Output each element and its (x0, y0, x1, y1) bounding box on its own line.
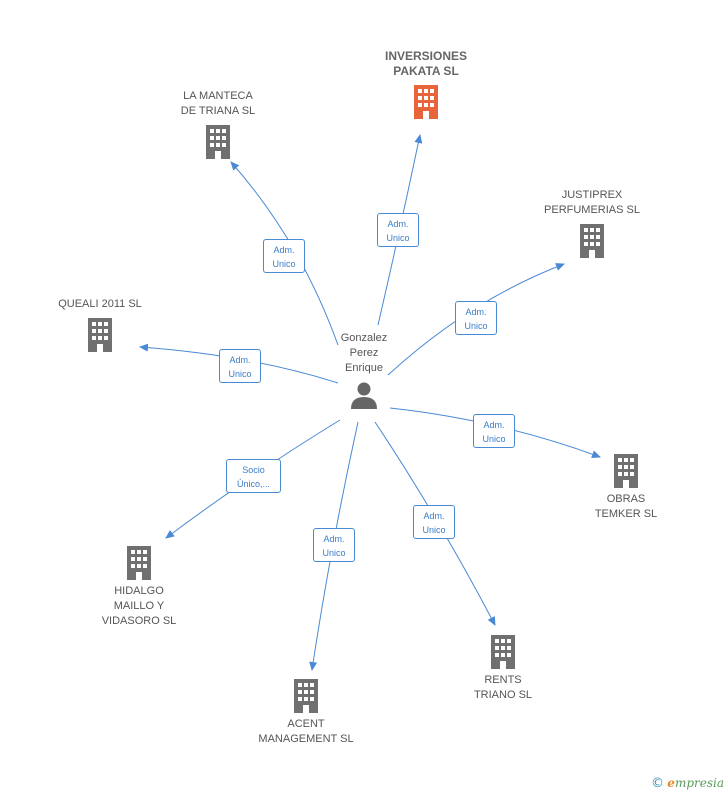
copyright-symbol: © (650, 776, 664, 791)
node-obras[interactable]: OBRAS TEMKER SL (546, 454, 706, 522)
building-icon (614, 454, 638, 488)
node-justiprex[interactable]: JUSTIPREX PERFUMERIAS SL (512, 188, 672, 258)
node-name: JUSTIPREX PERFUMERIAS SL (544, 189, 640, 216)
person-icon (351, 382, 377, 409)
node-name: LA MANTECA DE TRIANA SL (180, 90, 256, 117)
node-acent[interactable]: ACENT MANAGEMENT SL (226, 679, 386, 747)
building-icon (206, 125, 230, 159)
brand-logo: empresia (667, 776, 724, 790)
node-name: ACENT MANAGEMENT SL (258, 718, 354, 745)
building-icon (127, 546, 151, 580)
edge-label-queali[interactable]: Adm. Unico (219, 349, 261, 383)
node-name: INVERSIONES PAKATA SL (384, 49, 468, 78)
node-queali[interactable]: QUEALI 2011 SL (20, 297, 180, 352)
node-name: HIDALGO MAILLO Y VIDASORO SL (101, 585, 177, 627)
building-icon (491, 635, 515, 669)
edge-label-justiprex[interactable]: Adm. Unico (455, 301, 497, 335)
node-name: RENTS TRIANO SL (473, 674, 533, 701)
center-person[interactable]: Gonzalez Perez Enrique (304, 331, 424, 410)
edge-label-acent[interactable]: Adm. Unico (313, 528, 355, 562)
footer-brand[interactable]: © empresia (651, 776, 724, 791)
edge-label-obras[interactable]: Adm. Unico (473, 414, 515, 448)
building-icon (88, 318, 112, 352)
center-person-name: Gonzalez Perez Enrique (340, 332, 388, 374)
node-name: QUEALI 2011 SL (58, 298, 142, 310)
node-hidalgo[interactable]: HIDALGO MAILLO Y VIDASORO SL (59, 546, 219, 629)
edge-label-inversiones[interactable]: Adm. Unico (377, 213, 419, 247)
node-name: OBRAS TEMKER SL (594, 493, 658, 520)
node-lamanteca[interactable]: LA MANTECA DE TRIANA SL (138, 89, 298, 159)
edge-label-lamanteca[interactable]: Adm. Unico (263, 239, 305, 273)
building-icon (580, 224, 604, 258)
building-icon (414, 85, 438, 119)
edge-label-rents[interactable]: Adm. Unico (413, 505, 455, 539)
node-inversiones[interactable]: INVERSIONES PAKATA SL (346, 49, 506, 119)
edge-label-hidalgo[interactable]: Socio Único,... (226, 459, 281, 493)
node-rents[interactable]: RENTS TRIANO SL (423, 635, 583, 703)
building-icon (294, 679, 318, 713)
